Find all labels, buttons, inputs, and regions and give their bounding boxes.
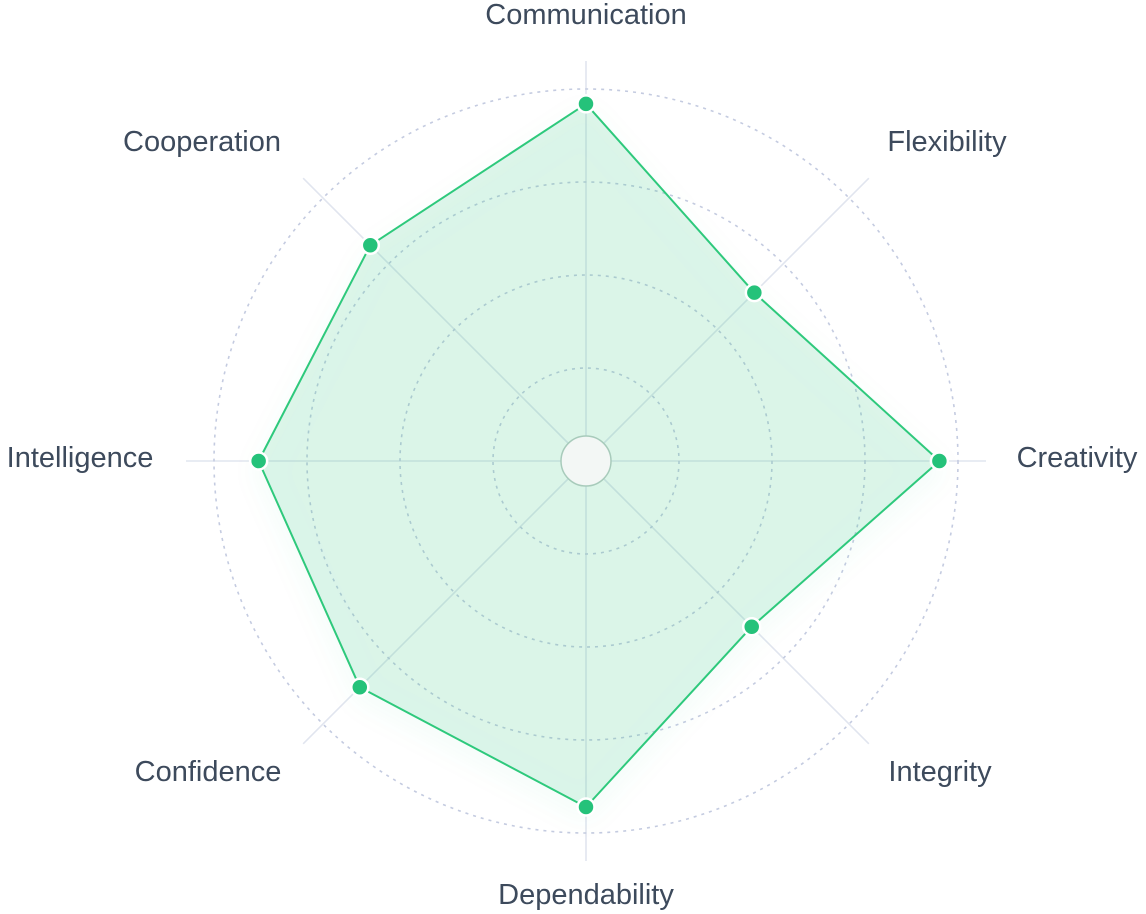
axis-labels: CommunicationFlexibilityCreativityIntegr… [7, 0, 1138, 911]
radar-data-layer [248, 94, 950, 817]
axis-label-creativity: Creativity [1017, 442, 1138, 474]
data-point-flexibility[interactable] [744, 282, 765, 303]
data-point-cooperation[interactable] [360, 235, 381, 256]
axis-label-flexibility: Flexibility [887, 126, 1007, 158]
center-dot [560, 435, 612, 487]
axis-label-cooperation: Cooperation [123, 126, 281, 158]
data-point-creativity[interactable] [929, 451, 950, 471]
data-point-integrity[interactable] [741, 616, 762, 637]
data-point-confidence[interactable] [350, 677, 370, 697]
data-point-dependability[interactable] [576, 797, 596, 817]
data-point-communication[interactable] [576, 94, 596, 114]
axis-label-intelligence: Intelligence [7, 442, 154, 474]
axis-label-communication: Communication [485, 0, 686, 31]
axis-label-dependability: Dependability [498, 879, 674, 911]
axis-label-integrity: Integrity [888, 756, 992, 788]
grid-ring-100 [213, 88, 959, 834]
axis-label-confidence: Confidence [135, 756, 282, 788]
data-point-intelligence[interactable] [248, 451, 269, 471]
